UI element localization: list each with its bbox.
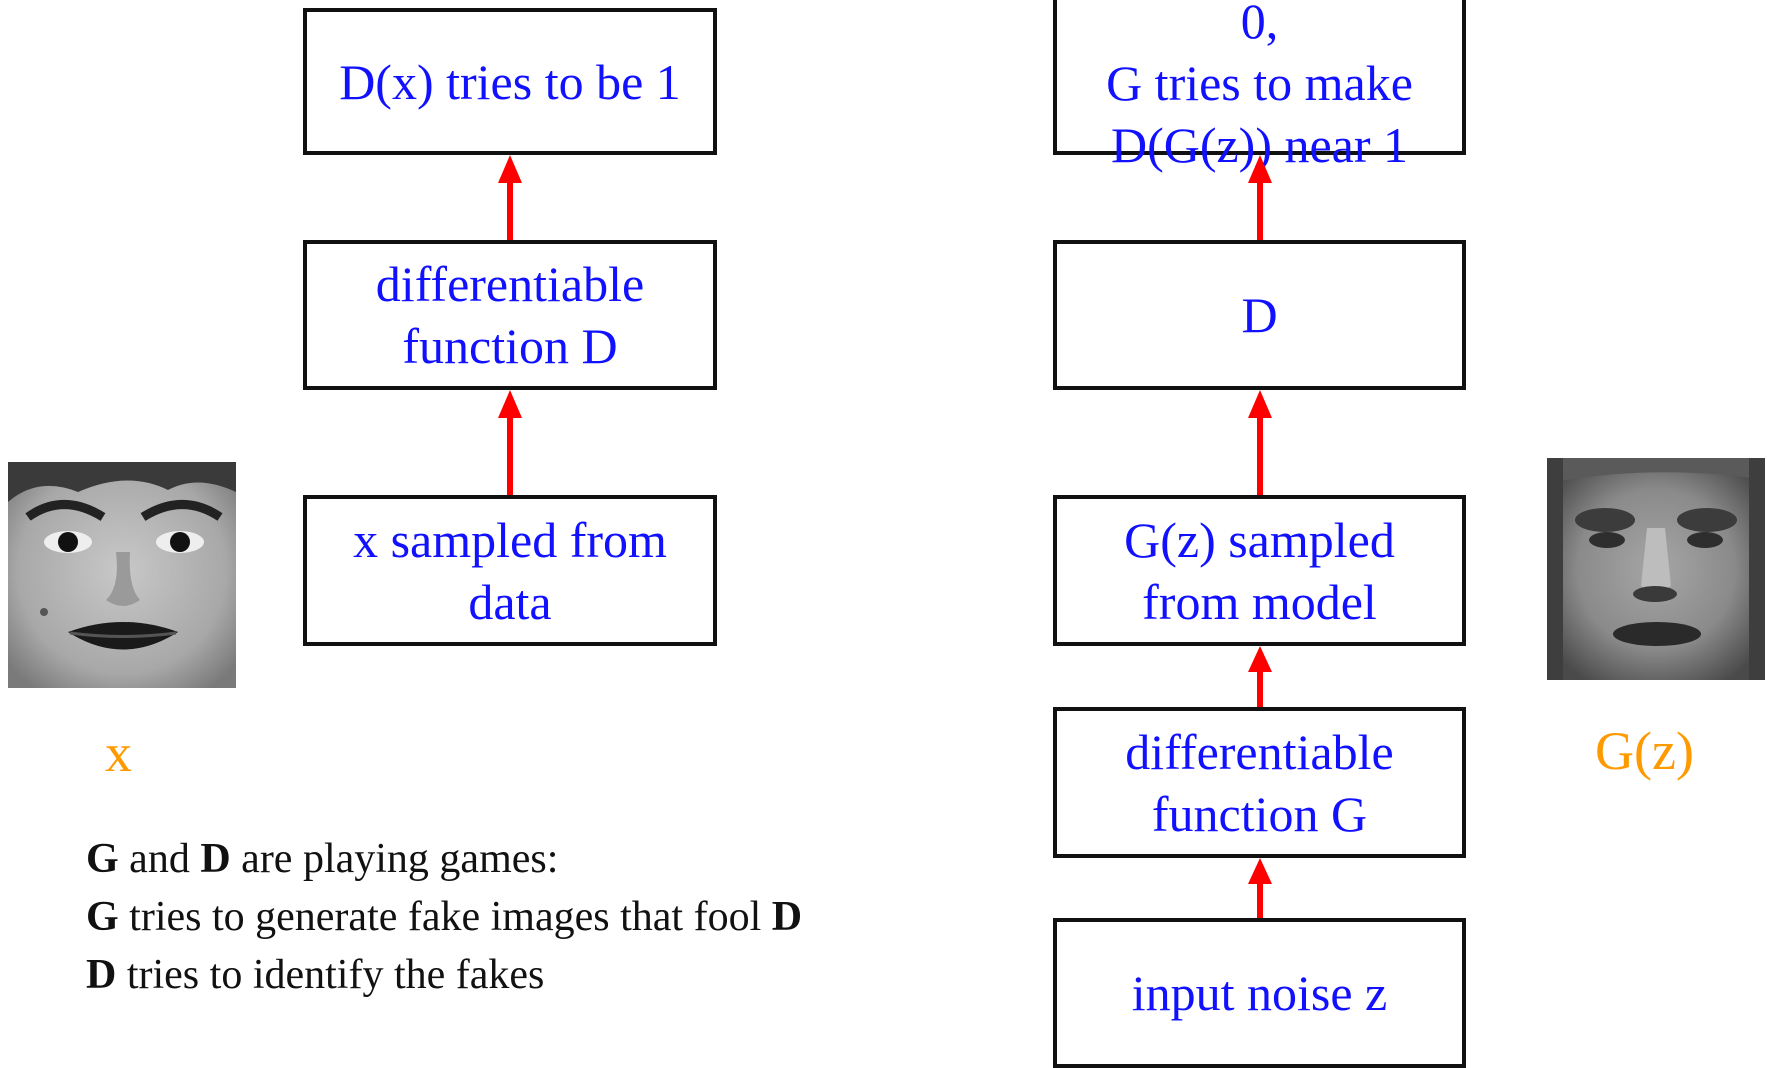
explanation-text: G and D are playing games: G tries to ge… — [86, 830, 802, 1004]
arrow-up-icon — [498, 390, 522, 495]
left-discriminator-box: differentiable function D — [303, 240, 717, 390]
right-model-sample-box: G(z) sampled from model — [1053, 495, 1466, 646]
real-face-image — [8, 462, 236, 688]
arrow-up-icon — [1248, 390, 1272, 495]
note-text: tries to generate fake images that fool — [118, 894, 772, 940]
arrow-up-icon — [1248, 155, 1272, 240]
arrow-up-icon — [498, 155, 522, 240]
left-data-box: x sampled from data — [303, 495, 717, 646]
right-model-sample-label: G(z) sampled from model — [1124, 511, 1395, 630]
left-discriminator-label: differentiable function D — [375, 256, 645, 374]
left-output-label: D(x) tries to be 1 — [339, 53, 681, 110]
left-data-label: x sampled from data — [353, 511, 667, 630]
note-bold: D — [771, 894, 803, 940]
note-line: G tries to generate fake images that foo… — [86, 888, 802, 946]
arrow-up-icon — [1248, 646, 1272, 707]
note-line: G and D are playing games: — [86, 830, 802, 888]
generated-face-image — [1547, 458, 1765, 680]
note-bold: D — [86, 952, 117, 998]
right-generator-label: differentiable function G — [1125, 723, 1394, 842]
right-generator-box: differentiable function G — [1053, 707, 1466, 858]
note-bold: G — [86, 836, 119, 882]
right-noise-box: input noise z — [1053, 918, 1466, 1068]
note-text: and — [118, 836, 201, 882]
arrow-up-icon — [1248, 858, 1272, 918]
right-output-label: D(G(z)) tries to be 0, G tries to make D… — [1106, 0, 1413, 173]
generated-image-caption: G(z) — [1595, 721, 1694, 781]
note-line: D tries to identify the fakes — [86, 946, 802, 1004]
left-output-box: D(x) tries to be 1 — [303, 8, 717, 155]
note-text: are playing games: — [230, 836, 559, 882]
right-discriminator-box: D — [1053, 240, 1466, 390]
note-text: tries to identify the fakes — [116, 952, 545, 998]
note-bold: D — [200, 836, 231, 882]
right-output-box: D(G(z)) tries to be 0, G tries to make D… — [1053, 0, 1466, 173]
note-bold: G — [86, 894, 119, 940]
right-discriminator-label: D — [1241, 287, 1278, 343]
real-image-caption: x — [105, 723, 132, 783]
right-noise-label: input noise z — [1131, 965, 1388, 1021]
